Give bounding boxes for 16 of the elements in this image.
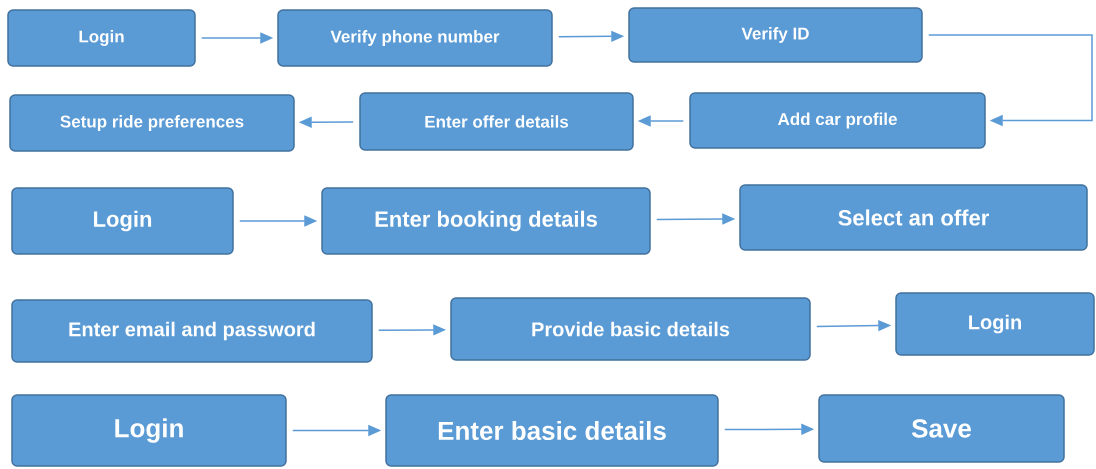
process-box: Add car profile bbox=[689, 92, 986, 149]
arrow bbox=[928, 34, 1093, 127]
process-box: Verify ID bbox=[628, 7, 923, 63]
process-box: Login bbox=[895, 292, 1095, 356]
process-box: Login bbox=[11, 394, 287, 467]
process-box: Enter offer details bbox=[359, 92, 634, 151]
process-box: Select an offer bbox=[739, 184, 1088, 251]
process-box: Verify phone number bbox=[277, 9, 553, 67]
process-box: Enter basic details bbox=[385, 394, 719, 467]
process-box: Save bbox=[818, 394, 1065, 463]
process-box: Provide basic details bbox=[450, 297, 811, 361]
process-box: Enter email and password bbox=[11, 299, 373, 363]
process-box: Enter booking details bbox=[321, 187, 651, 255]
process-box: Login bbox=[7, 9, 196, 67]
process-box: Login bbox=[11, 187, 234, 255]
process-box: Setup ride preferences bbox=[9, 94, 295, 152]
